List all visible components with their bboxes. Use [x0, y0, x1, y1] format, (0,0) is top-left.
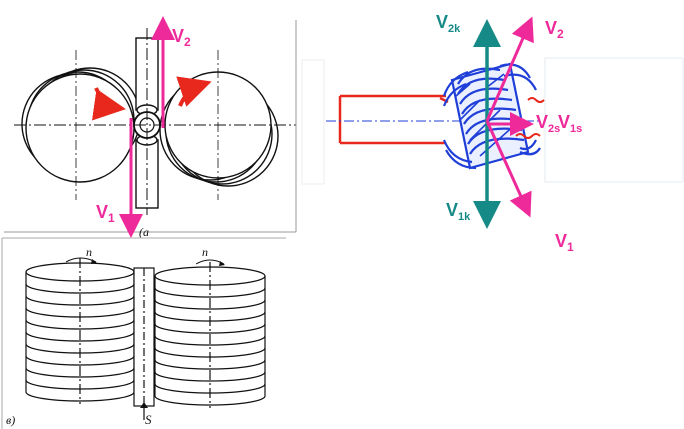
rotation-label-left: n	[86, 245, 92, 259]
v1-label-b: V1	[555, 231, 574, 254]
fig-a-corner-label: (а	[139, 225, 149, 239]
rotation-arrow-left	[91, 87, 126, 121]
rotation-label-right: n	[202, 245, 208, 259]
v2-arrow-b	[485, 16, 534, 122]
middle-strip	[133, 267, 155, 407]
fig-c-corner-label: в)	[6, 413, 15, 427]
figure-a-rolling-scheme: V1 V2 (а	[4, 16, 297, 239]
v2s-label: V2s	[536, 112, 560, 135]
rotation-arrow-right	[176, 76, 212, 107]
threaded-roller	[442, 62, 541, 170]
feed-label: S	[145, 412, 152, 427]
figure-c-cylindrical-rolls: n n S в)	[1, 237, 286, 429]
left-cylinder	[25, 258, 135, 404]
v2k-label: V2k	[436, 12, 461, 35]
right-roll-stack	[159, 71, 279, 187]
v1-arrow-b	[485, 120, 532, 218]
v1k-label: V1k	[446, 200, 471, 223]
figure-b-velocity-scheme: V2k V1k V2 V1 V2s V1s	[301, 12, 684, 254]
v1-label-a: V1	[96, 202, 115, 225]
workpiece-rod	[338, 94, 449, 145]
v2-label-a: V2	[172, 26, 191, 49]
v2-label-b: V2	[545, 18, 564, 41]
right-cylinder	[154, 262, 266, 408]
v1s-label: V1s	[558, 112, 582, 135]
